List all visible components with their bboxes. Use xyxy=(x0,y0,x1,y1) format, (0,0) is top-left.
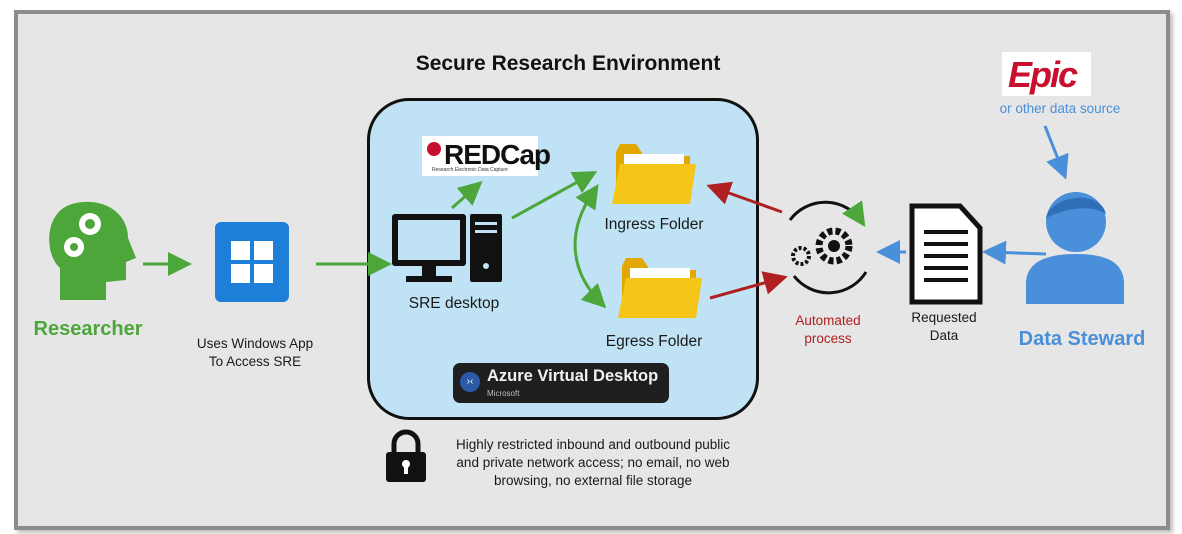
ingress-folder-icon xyxy=(612,144,696,204)
arrow-steward-to-requested xyxy=(982,240,1047,265)
redcap-logo-mark xyxy=(427,142,441,156)
windows-app-icon xyxy=(215,222,289,302)
researcher-head-icon xyxy=(49,201,136,300)
epic-logo-text: Epic xyxy=(1008,54,1078,95)
data-steward-person-icon xyxy=(1026,192,1124,304)
egress-folder-label: Egress Folder xyxy=(605,333,703,350)
diagram-title: Secure Research Environment xyxy=(415,52,721,75)
automated-process-line1: Automated xyxy=(795,313,861,328)
arrow-desktop-to-redcap xyxy=(451,181,483,210)
automated-process-line2: process xyxy=(804,331,852,346)
gears-process-icon xyxy=(788,200,868,295)
requested-data-label: Requested Data xyxy=(892,309,996,345)
avd-sublabel: Microsoft xyxy=(487,389,520,398)
egress-folder-icon xyxy=(618,258,702,318)
requested-data-line1: Requested xyxy=(911,310,977,325)
lock-icon xyxy=(386,429,426,482)
sre-desktop-label: SRE desktop xyxy=(408,295,500,312)
data-steward-label: Data Steward xyxy=(1018,328,1146,350)
ingress-folder-label: Ingress Folder xyxy=(604,216,704,233)
avd-icon: ›‹ xyxy=(460,372,480,392)
epic-logo: Epic xyxy=(1002,52,1091,96)
restriction-line3: browsing, no external file storage xyxy=(493,473,693,488)
windows-app-caption: Uses Windows App To Access SRE xyxy=(180,335,330,371)
arrow-desktop-to-ingress xyxy=(511,171,598,220)
researcher-label: Researcher xyxy=(33,318,143,340)
azure-virtual-desktop-badge: ›‹ Azure Virtual Desktop Microsoft xyxy=(453,363,669,403)
restriction-line2: and private network access; no email, no… xyxy=(456,455,730,470)
other-data-source-label: or other data source xyxy=(999,101,1121,116)
redcap-logo: REDCap Research Electronic Data Capture xyxy=(422,136,551,176)
arrow-process-to-ingress xyxy=(706,181,783,214)
windows-app-caption-line1: Uses Windows App xyxy=(196,336,314,351)
requested-data-line2: Data xyxy=(929,328,959,343)
document-icon xyxy=(909,203,983,305)
avd-label: Azure Virtual Desktop xyxy=(487,367,659,385)
network-restriction-note: Highly restricted inbound and outbound p… xyxy=(438,436,748,490)
restriction-line1: Highly restricted inbound and outbound p… xyxy=(456,437,730,452)
automated-process-label: Automated process xyxy=(776,312,880,348)
desktop-computer-icon xyxy=(392,214,502,282)
arrow-egress-to-process xyxy=(709,271,788,300)
windows-app-caption-line2: To Access SRE xyxy=(208,354,302,369)
redcap-logo-text: REDCap xyxy=(444,139,551,170)
arrow-source-to-steward xyxy=(1043,125,1069,180)
arrow-ingress-egress xyxy=(573,184,607,309)
redcap-tagline: Research Electronic Data Capture xyxy=(432,167,508,173)
